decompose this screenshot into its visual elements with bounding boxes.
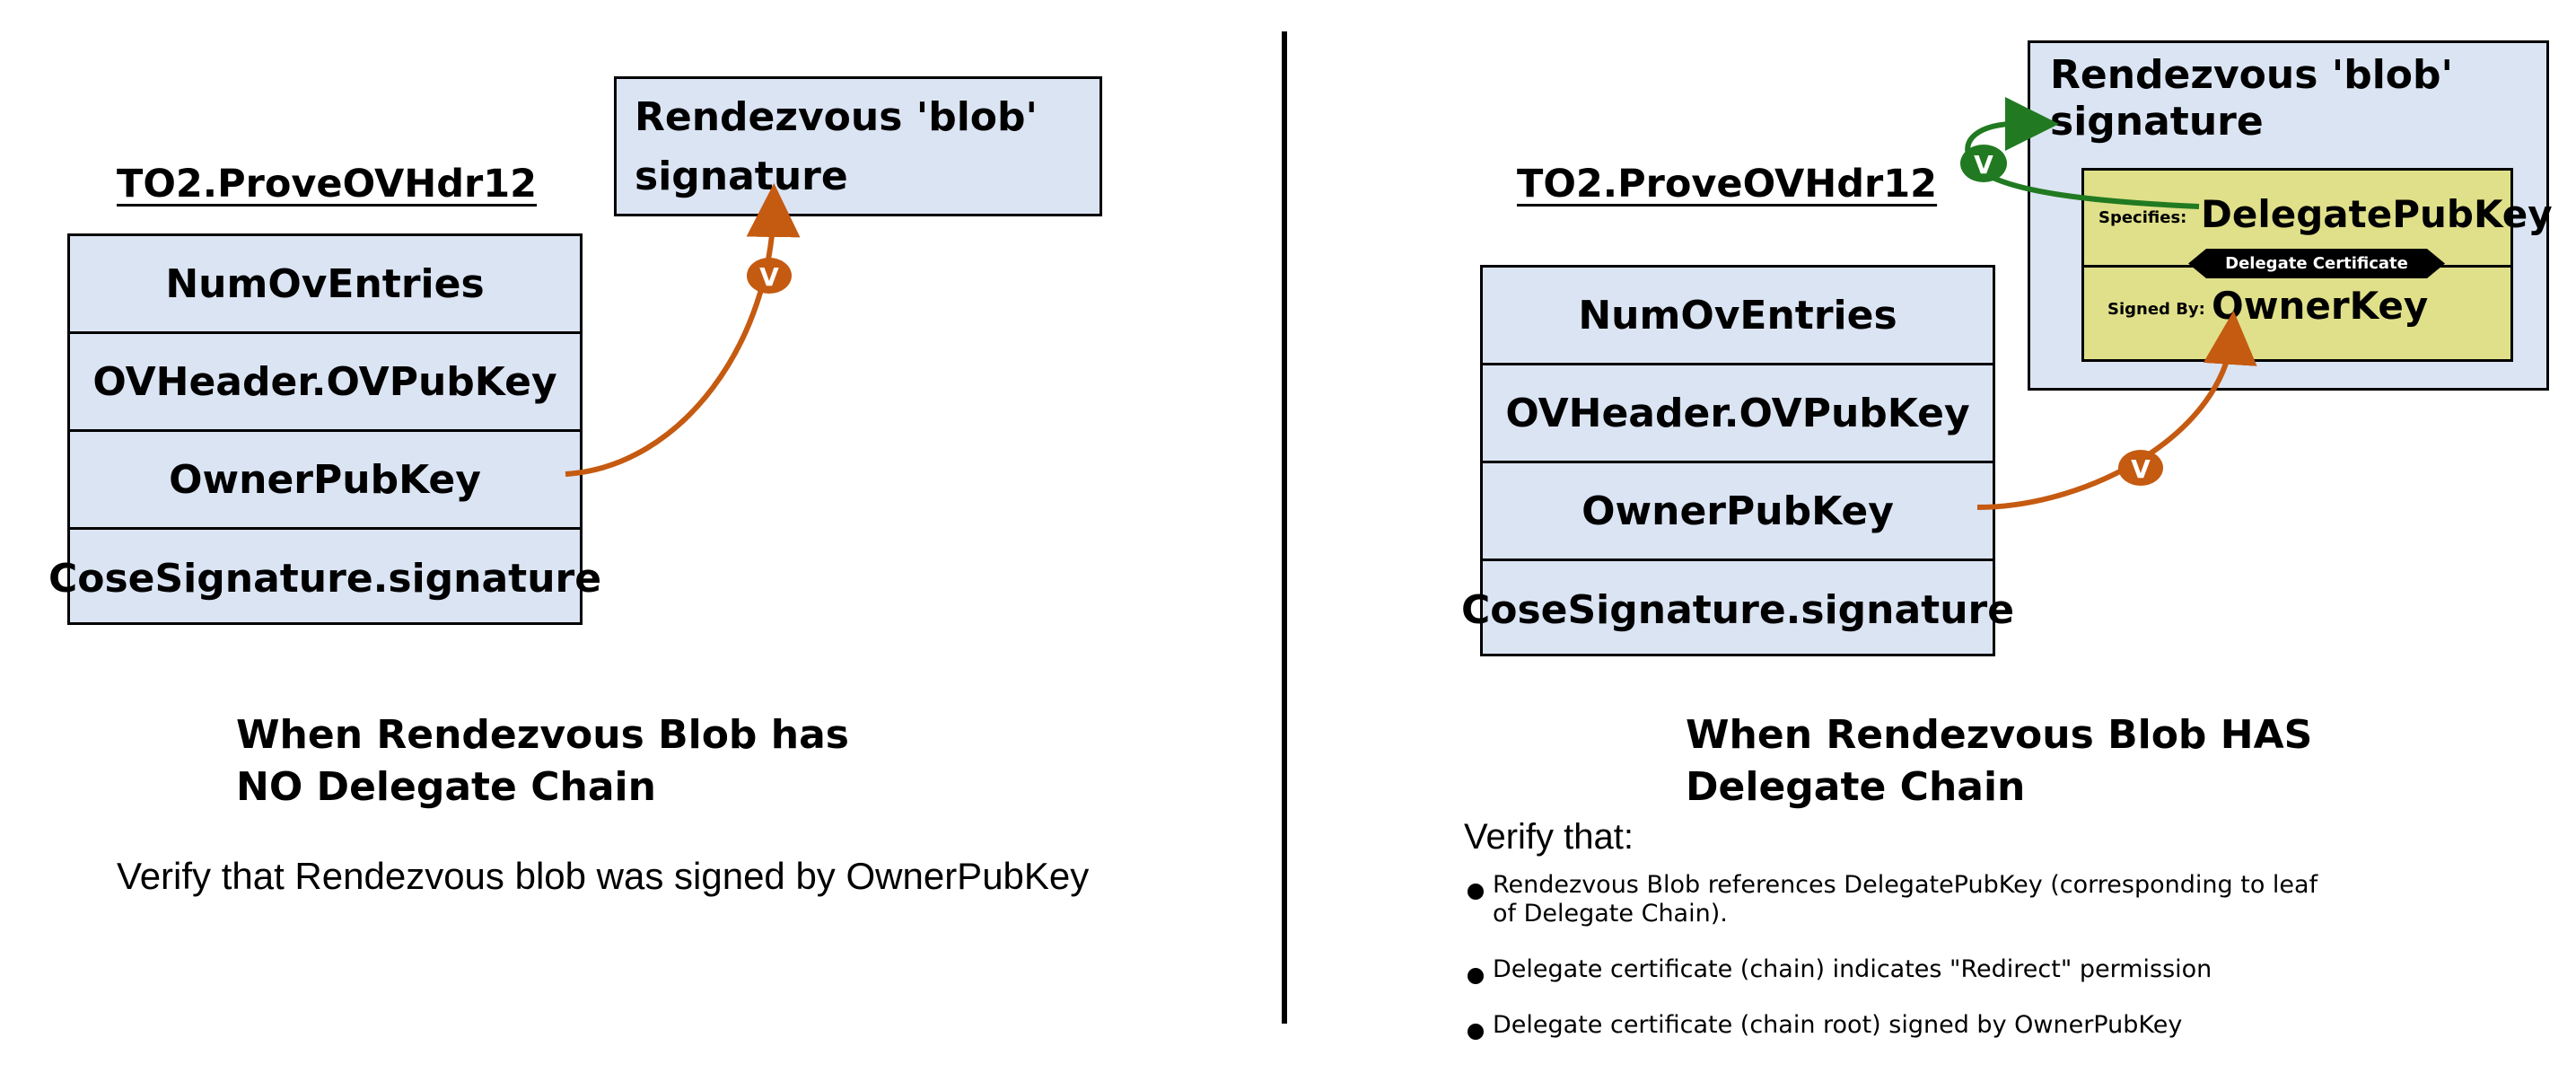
right-row-cose-signature: CoseSignature.signature <box>1460 587 2015 633</box>
right-heading-line1: When Rendezvous Blob HAS <box>1686 712 2313 758</box>
left-blob-line2: signature <box>635 154 848 199</box>
panel-divider <box>1282 31 1287 1024</box>
right-row-owner-pubkey: OwnerPubKey <box>1483 463 1993 561</box>
verify-bullet-3-text: Delegate certificate (chain root) signed… <box>1493 1011 2183 1039</box>
left-field-stack: NumOvEntries OVHeader.OVPubKey OwnerPubK… <box>48 233 602 625</box>
left-row-num-ov-entries: NumOvEntries <box>70 236 580 334</box>
verify-bullet-1-text: Rendezvous Blob references DelegatePubKe… <box>1493 871 2318 928</box>
owner-key-label: OwnerKey <box>2212 284 2429 328</box>
verify-bullet-2-text: Delegate certificate (chain) indicates "… <box>1493 955 2212 983</box>
verify-bullet-1: Rendezvous Blob references DelegatePubKe… <box>1464 871 2326 928</box>
right-verify-intro: Verify that: <box>1464 817 1634 857</box>
right-verify-list: Rendezvous Blob references DelegatePubKe… <box>1464 871 2326 1067</box>
right-row-ovheader-ovpubkey: OVHeader.OVPubKey <box>1483 365 1993 463</box>
left-structure-title: TO2.ProveOVHdr12 <box>117 162 538 207</box>
left-row-owner-pubkey: OwnerPubKey <box>70 432 580 530</box>
left-heading-line2: NO Delegate Chain <box>236 764 656 810</box>
right-row-num-ov-entries: NumOvEntries <box>1483 268 1993 365</box>
left-verify-badge: V <box>747 258 792 294</box>
left-verify-arrow <box>565 183 801 477</box>
bullet-dot <box>1468 1024 1484 1040</box>
right-heading: When Rendezvous Blob HAS Delegate Chain <box>1686 709 2312 814</box>
svg-text:V: V <box>2131 454 2151 484</box>
right-verify-badge-orange: V <box>2118 450 2163 486</box>
right-field-stack: NumOvEntries OVHeader.OVPubKey OwnerPubK… <box>1460 265 2015 656</box>
left-blob-line1: Rendezvous 'blob' <box>635 94 1038 140</box>
delegate-certificate-banner: Delegate Certificate <box>2188 249 2445 278</box>
right-blob-line1: Rendezvous 'blob' <box>2050 52 2453 98</box>
right-verify-badge-green: V <box>1960 145 2007 182</box>
bullet-dot <box>1468 884 1484 900</box>
left-heading-line1: When Rendezvous Blob has <box>236 712 849 758</box>
left-rendezvous-blob-box: Rendezvous 'blob' signature <box>614 76 1102 216</box>
svg-text:V: V <box>1974 150 1993 180</box>
svg-text:V: V <box>759 262 779 292</box>
verify-bullet-3: Delegate certificate (chain root) signed… <box>1464 1011 2326 1040</box>
verify-bullet-2: Delegate certificate (chain) indicates "… <box>1464 955 2326 984</box>
specifies-label: Specifies: <box>2098 208 2187 227</box>
left-heading: When Rendezvous Blob has NO Delegate Cha… <box>236 709 849 814</box>
left-verify-description: Verify that Rendezvous blob was signed b… <box>117 855 1090 897</box>
signed-by-label: Signed By: <box>2107 300 2205 319</box>
right-blob-line2: signature <box>2050 99 2264 145</box>
left-row-ovheader-ovpubkey: OVHeader.OVPubKey <box>70 334 580 432</box>
delegate-pubkey-label: DelegatePubKey <box>2201 192 2553 236</box>
right-structure-title: TO2.ProveOVHdr12 <box>1517 162 1938 207</box>
left-row-cose-signature: CoseSignature.signature <box>48 556 602 602</box>
right-heading-line2: Delegate Chain <box>1686 764 2026 810</box>
bullet-dot <box>1468 968 1484 984</box>
